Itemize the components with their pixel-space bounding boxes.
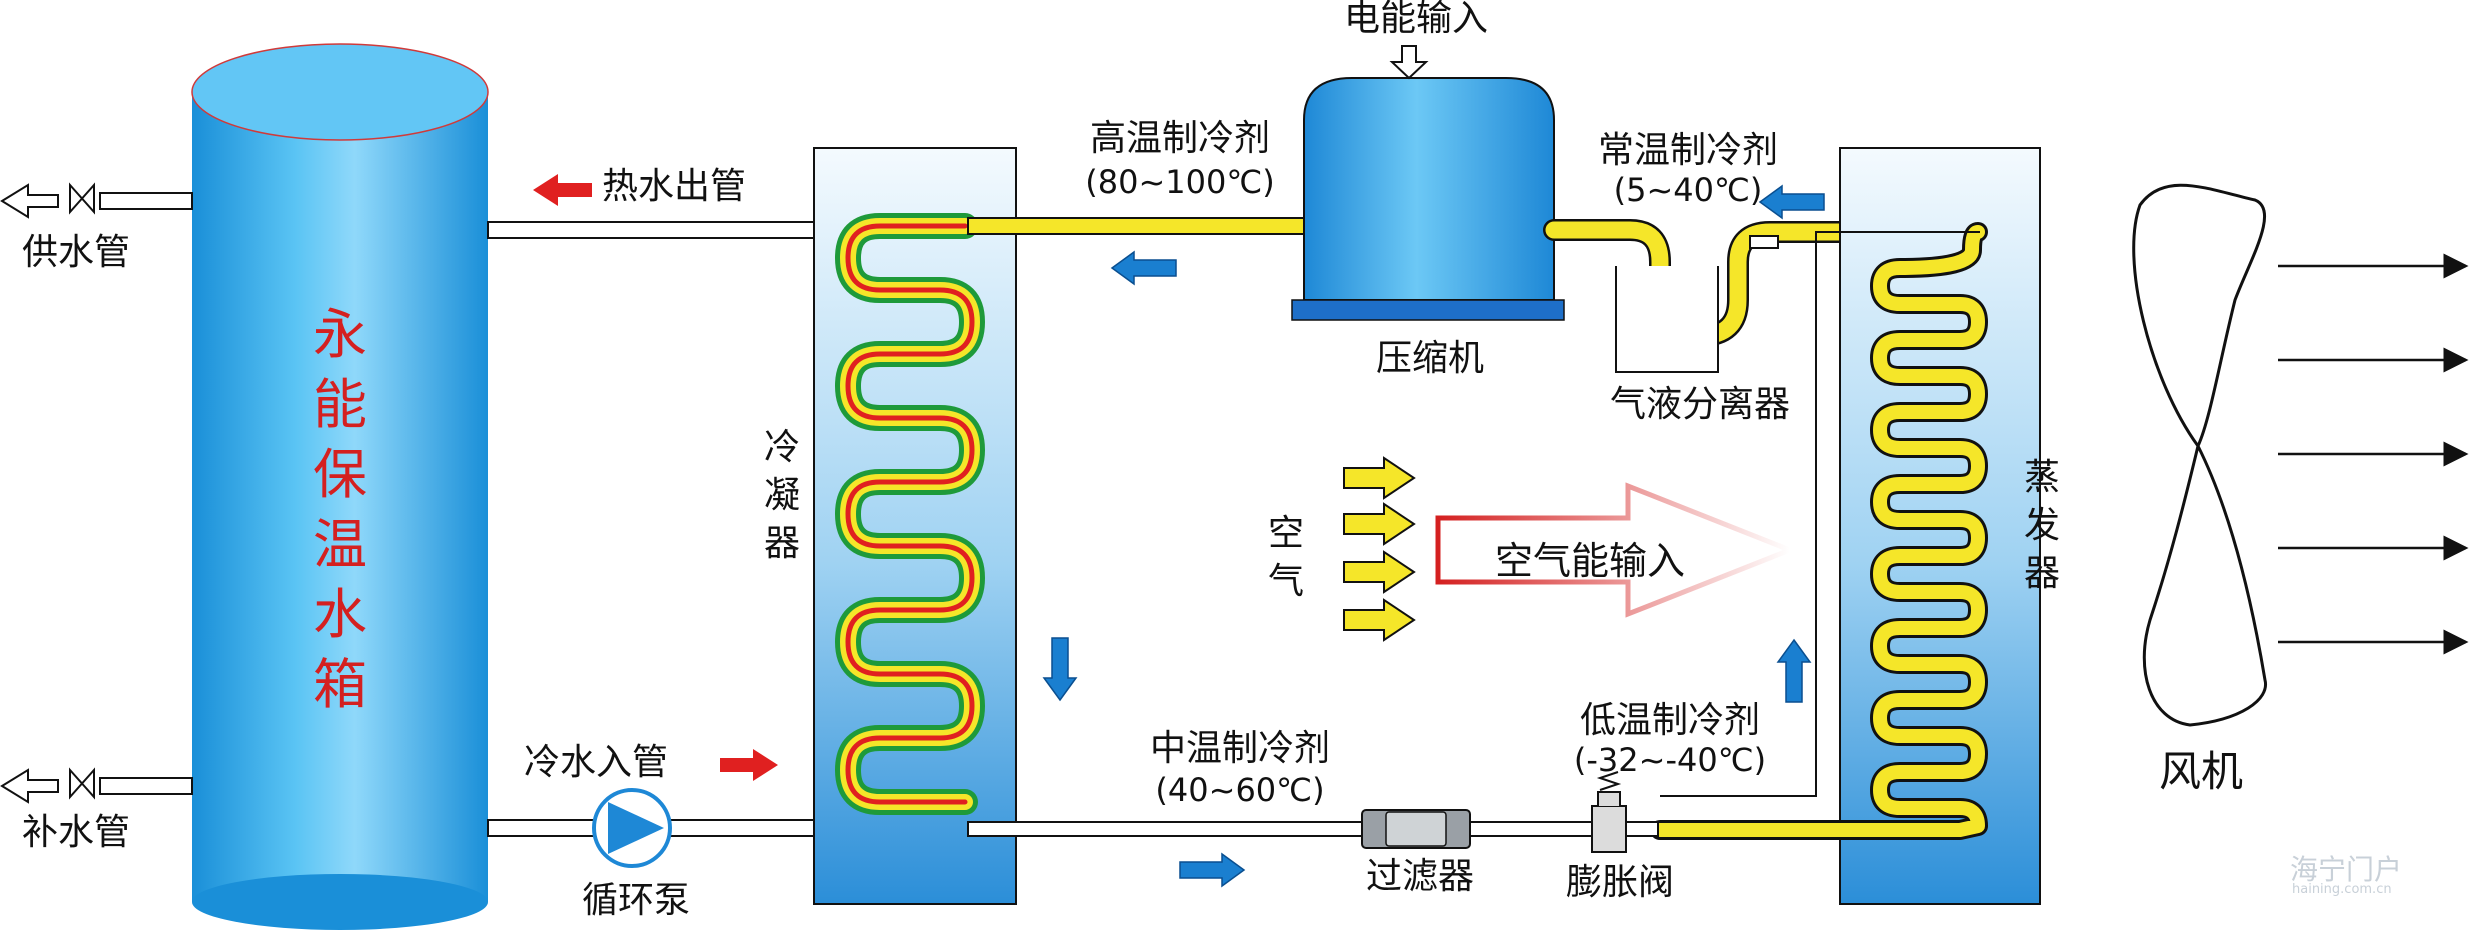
hot-water-outlet-pipe	[487, 221, 815, 239]
watermark-logo: 海宁门户	[2290, 853, 2403, 886]
fan-icon	[2132, 183, 2268, 727]
flow-arrow-normal-left	[1758, 184, 1825, 220]
electric-input-arrow	[1389, 45, 1429, 80]
expansion-valve-label: 膨胀阀	[1565, 862, 1674, 903]
compressor	[1291, 77, 1565, 321]
flow-arrow-high-left	[1110, 250, 1177, 286]
low-temp-range-label: (-32~-40℃)	[1573, 741, 1767, 779]
condenser-label: 冷凝器	[763, 427, 800, 564]
supply-pipe	[0, 182, 193, 219]
high-temp-line	[967, 217, 1305, 235]
fan-label: 风机	[2158, 747, 2243, 796]
flow-arrow-mid-right	[1179, 852, 1246, 888]
supply-pipe-label: 供水管	[22, 232, 131, 273]
hot-water-outlet-label: 热水出管	[602, 166, 747, 207]
watermark-sub: haining.com.cn	[2292, 882, 2392, 897]
high-temp-range-label: (80~100℃)	[1085, 163, 1275, 201]
compressor-label: 压缩机	[1375, 338, 1484, 379]
gas-liquid-separator-label: 气液分离器	[1609, 384, 1790, 425]
tank-title: 永能保温水箱	[313, 303, 367, 716]
cold-water-inlet-label: 冷水入管	[524, 742, 669, 783]
water-tank	[191, 43, 489, 930]
air-energy-input-label: 空气能输入	[1494, 539, 1685, 583]
flow-arrow-low-up	[1776, 638, 1812, 703]
condenser-coil	[835, 213, 985, 815]
circulation-pump-label: 循环泵	[581, 880, 690, 921]
air-energy-arrow	[1435, 482, 1797, 618]
normal-temp-junction	[1749, 235, 1779, 249]
filter-label: 过滤器	[1365, 856, 1474, 897]
air-arrows	[1343, 456, 1416, 642]
normal-temp-range-label: (5~40℃)	[1613, 171, 1763, 209]
air-label: 空气	[1267, 513, 1304, 602]
mid-temp-refrigerant-label: 中温制冷剂	[1149, 728, 1330, 769]
filter	[1361, 809, 1471, 849]
gas-liquid-separator	[1615, 266, 1719, 373]
fan-wind-arrows	[2278, 253, 2469, 655]
low-temp-refrigerant-label: 低温制冷剂	[1579, 700, 1760, 741]
flow-arrow-condenser-down	[1042, 637, 1078, 702]
mid-temp-line	[967, 821, 1659, 837]
makeup-pipe-label: 补水管	[22, 812, 131, 853]
hot-water-arrow	[533, 174, 592, 206]
evaporator-coil	[1650, 222, 1988, 840]
evaporator-label: 蒸发器	[2023, 457, 2060, 594]
normal-temp-refrigerant-label: 常温制冷剂	[1597, 130, 1778, 171]
low-temp-return-line	[1660, 231, 1980, 797]
mid-temp-range-label: (40~60℃)	[1155, 771, 1325, 809]
makeup-pipe	[0, 767, 193, 804]
cold-water-arrow	[720, 749, 778, 781]
electric-input-label: 电能输入	[1343, 0, 1488, 39]
high-temp-refrigerant-label: 高温制冷剂	[1089, 118, 1270, 159]
circulation-pump	[592, 788, 672, 868]
expansion-valve	[1591, 771, 1627, 853]
